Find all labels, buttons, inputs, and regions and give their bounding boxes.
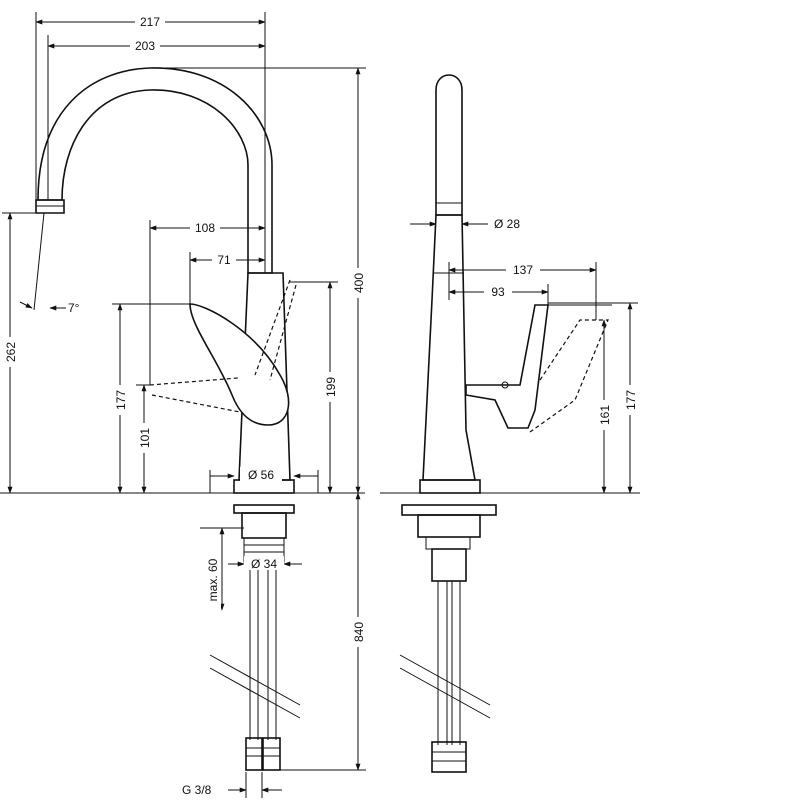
lever-alt-position-2 bbox=[151, 394, 241, 413]
mounting-plate bbox=[233, 504, 295, 514]
dim-840-label: 840 bbox=[352, 622, 366, 642]
dim-28-label: Ø 28 bbox=[494, 217, 520, 231]
dim-label-bg bbox=[3, 337, 17, 367]
dim-101-label: 101 bbox=[138, 428, 152, 448]
break-line-1 bbox=[209, 654, 301, 706]
dim-label-bg bbox=[506, 262, 540, 276]
side-view: Ø 28 137 93 161 177 bbox=[380, 74, 640, 773]
dim-thread-label: G 3/8 bbox=[182, 783, 212, 797]
dim-label-bg bbox=[351, 617, 365, 647]
dim-label-bg bbox=[190, 220, 220, 234]
side-mounting-nut bbox=[417, 514, 481, 538]
angle-line bbox=[33, 212, 45, 311]
dim-56-label: Ø 56 bbox=[248, 468, 274, 482]
dim-161-label: 161 bbox=[598, 405, 612, 425]
dim-108-label: 108 bbox=[195, 221, 215, 235]
dim-177-label: 177 bbox=[114, 390, 128, 410]
side-base-flange bbox=[419, 479, 481, 494]
dim-angle-label: 7° bbox=[68, 301, 80, 315]
dim-137-label: 137 bbox=[513, 263, 533, 277]
hose-connector-right bbox=[262, 737, 281, 771]
dim-label-bg bbox=[137, 423, 151, 453]
dim-label-bg bbox=[597, 400, 611, 430]
side-spout bbox=[435, 74, 463, 216]
hose-connector-left bbox=[245, 737, 263, 771]
side-lever-alt-position bbox=[529, 319, 609, 433]
dim-label-bg bbox=[484, 284, 512, 298]
dim-label-bg bbox=[207, 553, 221, 608]
spout bbox=[37, 67, 273, 274]
dim-label-bg bbox=[323, 372, 337, 402]
mounting-nut bbox=[241, 512, 287, 539]
dim-label-bg bbox=[130, 38, 160, 52]
side-break-line-1 bbox=[399, 654, 491, 706]
spout-nozzle bbox=[35, 199, 65, 214]
side-shank-body bbox=[431, 548, 467, 582]
dim-203-label: 203 bbox=[135, 39, 155, 53]
break-line-2 bbox=[209, 667, 301, 719]
side-break-line-2 bbox=[399, 667, 491, 719]
dim-199-label: 199 bbox=[324, 377, 338, 397]
side-hose-connector bbox=[431, 741, 467, 773]
dim-label-bg bbox=[113, 385, 127, 415]
lever-alt-position-4 bbox=[269, 284, 297, 381]
dim-label-bg bbox=[135, 14, 165, 28]
side-shank bbox=[425, 536, 471, 550]
front-view: 217 203 108 71 7° 262 177 bbox=[0, 12, 366, 798]
dim-label-bg bbox=[240, 467, 282, 481]
dim-93-label: 93 bbox=[491, 285, 505, 299]
dim-60-label: max. 60 bbox=[206, 558, 220, 601]
dim-label-bg bbox=[244, 556, 284, 570]
dim-label-bg bbox=[351, 268, 365, 298]
side-faucet-body bbox=[422, 214, 476, 481]
side-lever-pivot bbox=[501, 381, 509, 389]
dim-217-label: 217 bbox=[140, 15, 160, 29]
dim-400-label: 400 bbox=[352, 273, 366, 293]
dim-label-bg bbox=[212, 252, 236, 266]
dim-34-label: Ø 34 bbox=[251, 557, 277, 571]
dim-262-label: 262 bbox=[4, 342, 18, 362]
angle-arrow-left bbox=[19, 301, 33, 309]
dim-71-label: 71 bbox=[217, 253, 231, 267]
side-mounting-plate bbox=[401, 504, 497, 516]
side-lever-handle bbox=[465, 304, 549, 429]
lever-alt-position-3 bbox=[254, 279, 291, 376]
dim-177-side-label: 177 bbox=[624, 390, 638, 410]
dim-label-bg bbox=[623, 385, 637, 415]
lever-alt-position bbox=[149, 377, 239, 386]
lever-handle bbox=[189, 303, 290, 426]
